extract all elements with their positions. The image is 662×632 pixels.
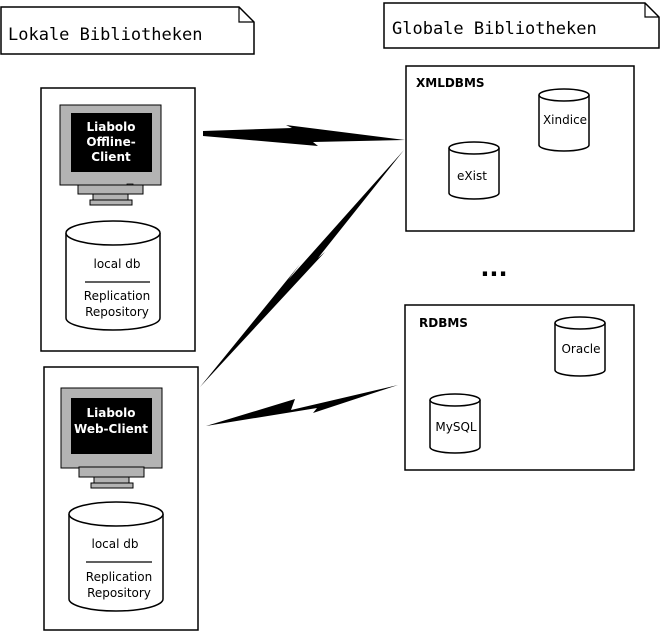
database-xindice: Xindice bbox=[538, 88, 590, 152]
screen-line: Client bbox=[91, 150, 131, 164]
db-label: local db bbox=[93, 257, 140, 271]
note-global-label: Globale Bibliotheken bbox=[392, 19, 597, 39]
screen-line: Liabolo bbox=[86, 120, 135, 134]
server-title: XMLDBMS bbox=[416, 76, 485, 90]
monitor-web: Liabolo Web-Client bbox=[60, 387, 163, 489]
note-global-libraries: Globale Bibliotheken bbox=[383, 2, 660, 49]
database-local-web: local db Replication Repository bbox=[68, 501, 164, 612]
server-title: RDBMS bbox=[419, 316, 468, 330]
database-exist: eXist bbox=[448, 141, 500, 200]
connection-web-to-rdbms bbox=[206, 385, 398, 426]
database-mysql: MySQL bbox=[429, 393, 481, 454]
connection-web-to-xmldbms bbox=[200, 150, 404, 387]
db-label: Repository bbox=[87, 586, 151, 600]
screen-line: Liabolo bbox=[86, 406, 135, 420]
note-local-libraries: Lokale Bibliotheken bbox=[0, 6, 255, 55]
db-label: MySQL bbox=[435, 420, 477, 434]
note-local-label: Lokale Bibliotheken bbox=[8, 25, 202, 45]
db-label: eXist bbox=[457, 169, 487, 183]
server-box-xmldbms: XMLDBMS bbox=[405, 65, 635, 232]
screen-line: Web-Client bbox=[74, 422, 148, 436]
database-oracle: Oracle bbox=[554, 316, 606, 377]
monitor-offline: Liabolo Offline- Client bbox=[59, 104, 162, 206]
db-label: local db bbox=[91, 537, 138, 551]
screen-line: Offline- bbox=[86, 135, 135, 149]
db-label: Replication bbox=[84, 289, 150, 303]
db-label: Oracle bbox=[561, 342, 600, 356]
db-label: Repository bbox=[85, 305, 149, 319]
db-label: Xindice bbox=[543, 113, 587, 127]
connection-offline-to-xmldbms bbox=[203, 125, 405, 146]
database-local-offline: local db Replication Repository bbox=[65, 220, 161, 331]
db-label: Replication bbox=[86, 570, 152, 584]
ellipsis: ... bbox=[480, 254, 507, 282]
